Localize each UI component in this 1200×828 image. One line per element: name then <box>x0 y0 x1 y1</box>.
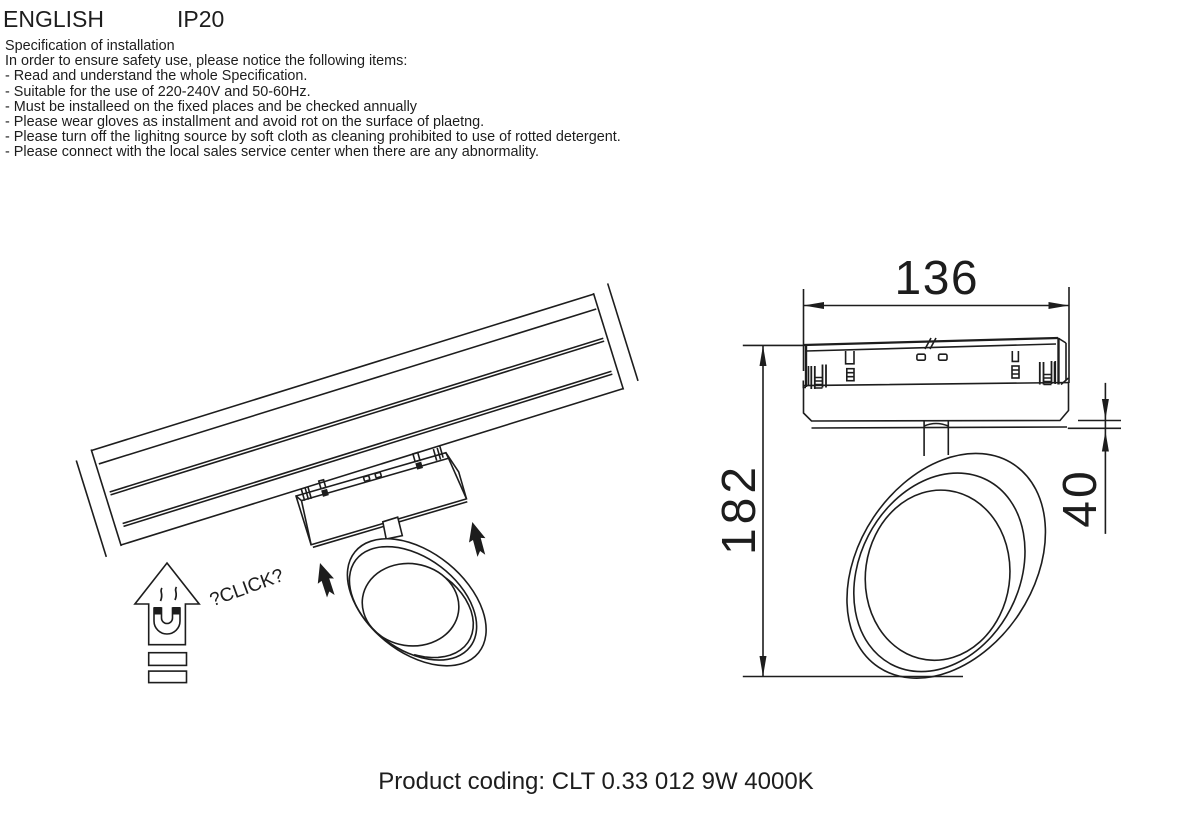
svg-text:136: 136 <box>895 252 980 305</box>
svg-text:?CLICK?: ?CLICK? <box>207 565 287 611</box>
svg-text:182: 182 <box>713 463 766 555</box>
svg-text:40: 40 <box>1054 468 1107 527</box>
